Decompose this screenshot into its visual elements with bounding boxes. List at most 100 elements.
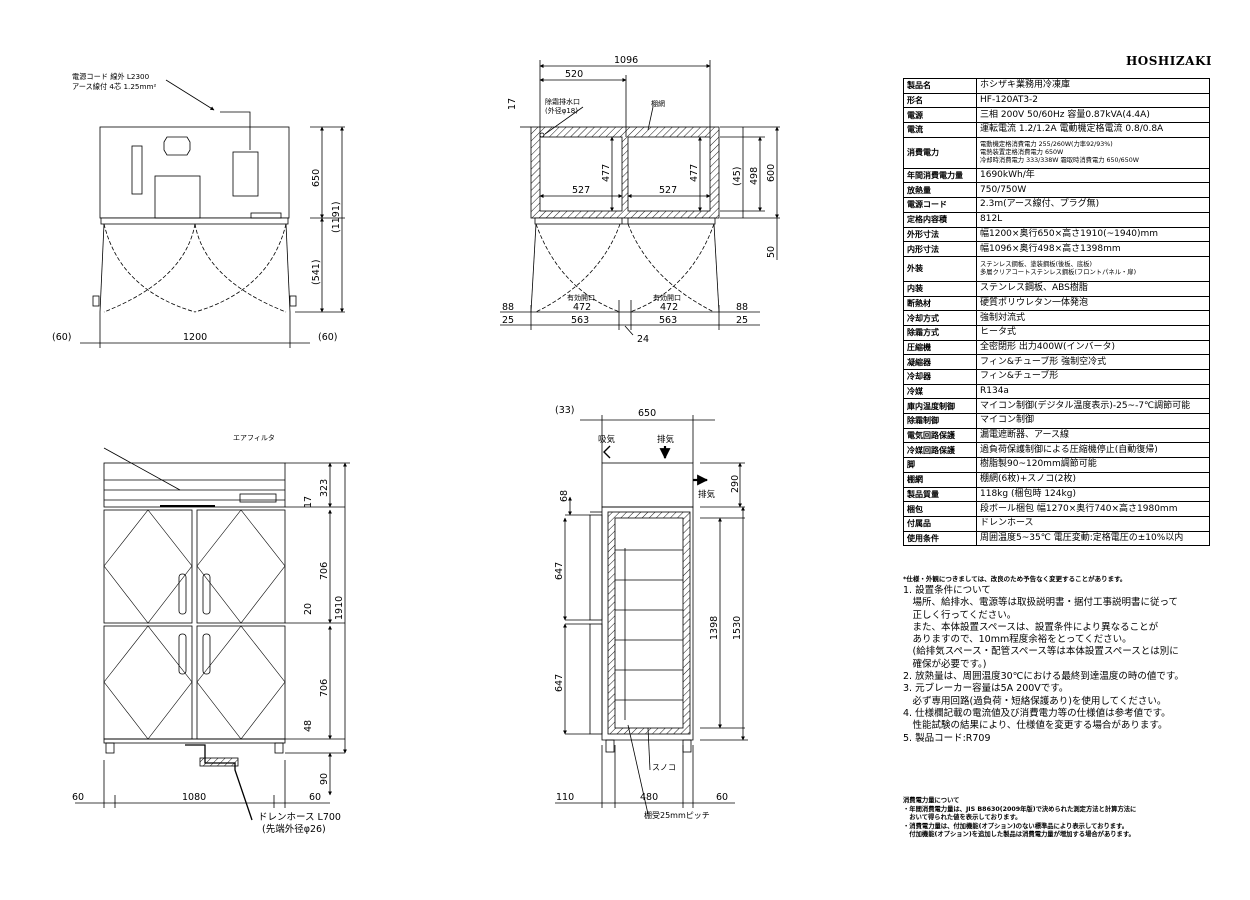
spec-value: マイコン制御(デジタル温度表示)-25~-7℃調節可能 [976,398,1210,415]
spec-value: HF-120AT3-2 [976,92,1210,109]
notes-line: 場所、給排水、電源等は取扱説明書・据付工事説明書に従って [903,597,1179,609]
spec-key: 電流 [903,122,977,138]
spec-key: 除霜制御 [903,413,977,429]
dim-plan-527-right: 527 [659,185,677,196]
spec-row: 電気回路保護漏電遮断器、アース線 [903,427,1210,444]
dim-plan-563-right: 563 [659,315,677,326]
notes-line: 確保が必要です。) [903,658,987,670]
notes-line: 5. 製品コード:R709 [903,732,991,744]
dim-plan-498: 498 [749,167,760,185]
spec-value: マイコン制御 [976,413,1210,429]
intake-label: 吸気 [598,434,616,445]
drain-label-2: (外径φ18) [545,106,578,115]
spec-key: 定格内容積 [903,211,977,228]
spec-row: 除霜制御マイコン制御 [903,413,1210,429]
spec-row: 冷却器フィン&チューブ形 [903,369,1210,385]
dim-plan-527-left: 527 [572,185,590,196]
dim-plan-520: 520 [565,69,583,80]
spec-value: 樹脂製90~120mm調節可能 [976,457,1210,473]
filter-label: エアフィルタ [233,433,275,442]
spec-key: 電気回路保護 [903,427,977,444]
notes-line: 3. 元ブレーカー容量は5A 200Vです。 [903,683,1069,695]
energy-line: ・年間消費電力量は、JIS B8630(2009年版)で決められた測定方法と計算… [903,805,1137,813]
spec-value: 幅1096×奥行498×高さ1398mm [976,241,1210,257]
dim-front-60-right: 60 [309,792,321,803]
spec-value: 電動機定格消費電力 255/260W(力率92/93%)電熱装置定格消費電力 6… [976,136,1210,169]
spec-value: 過負荷保護制御による圧縮機停止(自動復帰) [976,442,1210,459]
spec-key: 棚網 [903,471,977,488]
spec-value: ステンレス鋼板、塗装鋼板(後板、底板)多層クリアコートステンレス鋼板(フロントパ… [976,255,1210,282]
dim-plan-25-left: 25 [502,315,514,326]
spec-row: 外装ステンレス鋼板、塗装鋼板(後板、底板)多層クリアコートステンレス鋼板(フロン… [903,255,1210,282]
dim-plan-472-left: 472 [573,302,591,313]
spec-value: 幅1200×奥行650×高さ1910(~1940)mm [976,226,1210,243]
spec-row: 梱包段ボール梱包 幅1270×奥行740×高さ1980mm [903,501,1210,517]
spec-key: 除霜方式 [903,324,977,341]
spec-key: 冷媒回路保護 [903,442,977,459]
spec-value: 1690kWh/年 [976,167,1210,184]
opening-label-right: 有効開口 [653,293,681,302]
shelf-label: 棚網 [651,99,665,108]
spec-key: 形名 [903,92,977,109]
dim-plan-477-left: 477 [601,164,612,182]
spec-row: 冷却方式強制対流式 [903,310,1210,326]
sunoko-label: スノコ [652,763,676,772]
hose-label-1: ドレンホース L700 [258,812,341,823]
opening-label-left: 有効開口 [567,293,595,302]
dim-side-647-top: 647 [554,562,565,580]
spec-value: 三相 200V 50/60Hz 容量0.87kVA(4.4A) [976,107,1210,124]
spec-key: 外装 [903,255,977,282]
spec-key: 電源 [903,107,977,124]
spec-row: 電源三相 200V 50/60Hz 容量0.87kVA(4.4A) [903,107,1210,124]
notes-line: (給排気スペース・配管スペース等は本体設置スペースとは別に [903,646,1179,658]
notes-line: 1. 設置条件について [903,585,991,596]
spec-value: フィン&チューブ形 [976,369,1210,385]
dim-side-647-bottom: 647 [554,674,565,692]
spec-value: 812L [976,211,1210,228]
dim-plan-45: (45) [732,166,743,186]
energy-notes: 消費電力量について・年間消費電力量は、JIS B8630(2009年版)で決めら… [903,797,1213,840]
spec-value: 強制対流式 [976,310,1210,326]
spec-value: 118kg (梱包時 124kg) [976,486,1210,503]
notes-line: 性能試験の結果により、仕様値を変更する場合があります。 [903,720,1168,732]
dim-top-left-clear: (60) [52,332,72,343]
dim-plan-24: 24 [637,334,649,345]
spec-row: 庫内温度制御マイコン制御(デジタル温度表示)-25~-7℃調節可能 [903,398,1210,415]
spec-value-line: 電動機定格消費電力 255/260W(力率92/93%) [980,140,1113,148]
dim-side-60: 60 [716,792,728,803]
side-view [555,415,748,815]
spec-footnote: *仕様・外観につきましては、改良のため予告なく変更することがあります。 [903,575,1127,583]
dim-front-323: 323 [319,479,330,497]
spec-key: 内装 [903,280,977,297]
spec-row: 圧縮機全密閉形 出力400W(インバータ) [903,339,1210,356]
spec-value: 硬質ポリウレタン一体発泡 [976,295,1210,312]
spec-row: 消費電力電動機定格消費電力 255/260W(力率92/93%)電熱装置定格消費… [903,136,1210,169]
dim-plan-88-left: 88 [502,302,514,313]
dim-side-33: (33) [555,405,575,416]
spec-row: 製品名ホシザキ業務用冷凍庫 [903,78,1210,94]
dim-plan-88-right: 88 [736,302,748,313]
drain-label-1: 除霜排水口 [545,97,580,106]
spec-value: 2.3m(アース線付、プラグ無) [976,197,1210,213]
spec-value-line: 電熱装置定格消費電力 650W [980,148,1064,156]
spec-value: R134a [976,383,1210,400]
spec-key: 凝縮器 [903,354,977,370]
notes-line: 正しく行ってください。 [903,609,1017,621]
dim-side-110: 110 [556,792,574,803]
spec-key: 圧縮機 [903,339,977,356]
spec-key: 放熱量 [903,182,977,199]
spec-row: 冷媒回路保護過負荷保護制御による圧縮機停止(自動復帰) [903,442,1210,459]
spec-key: 電源コード [903,197,977,213]
spec-key: 年間消費電力量 [903,167,977,184]
dim-top-right-clear: (60) [318,332,338,343]
top-view [80,79,345,348]
hose-label-2: (先端外径φ26) [262,823,326,835]
notes-line: ありますので、10mm程度余裕をとってください。 [903,634,1132,646]
dim-front-48: 48 [303,720,314,732]
spec-row: 凝縮器フィン&チューブ形 強制空冷式 [903,354,1210,370]
exhaust-label-top: 排気 [657,434,675,445]
spec-key: 脚 [903,457,977,473]
spec-key: 冷却器 [903,369,977,385]
